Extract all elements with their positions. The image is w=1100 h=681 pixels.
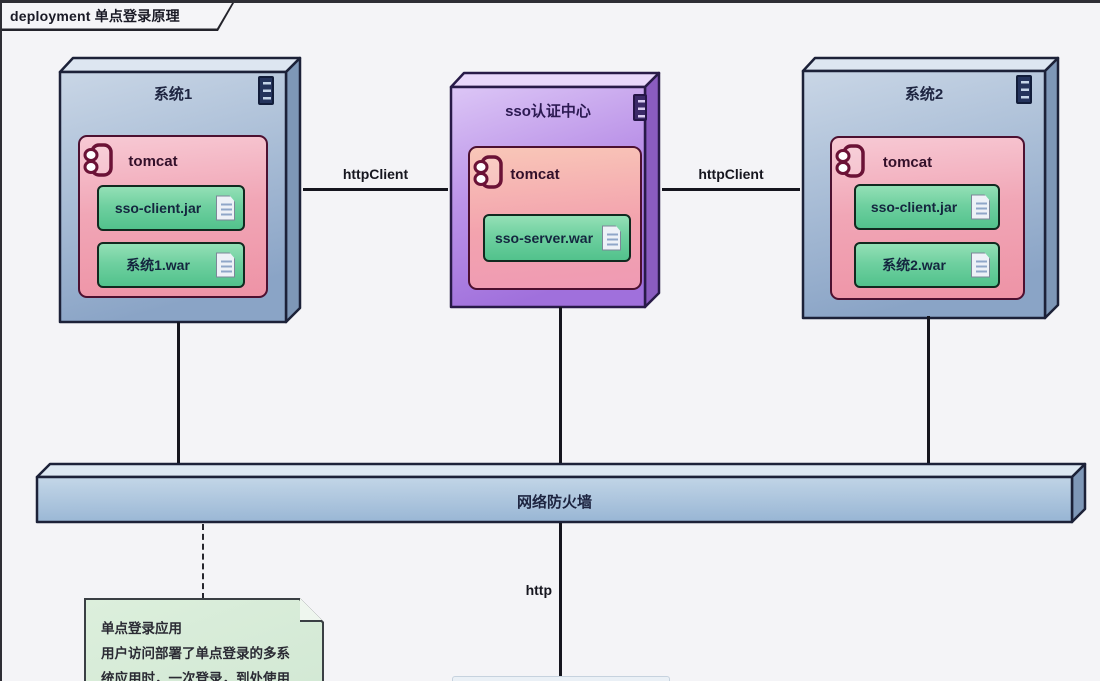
node-label: 系统2 — [904, 86, 944, 103]
note-line: 统应用时，一次登录，到处使用 — [101, 671, 290, 681]
artifact-sso-client-jar: sso-client.jar — [97, 185, 245, 231]
note-body: 单点登录应用 用户访问部署了单点登录的多系 统应用时，一次登录，到处使用 — [86, 600, 322, 681]
node-sso-auth-center: sso认证中心 tomcat sso-server.war — [448, 70, 662, 310]
node-system1: 系统1 tomcat sso-client.jar 系统1.war — [57, 55, 303, 325]
component-tomcat: tomcat sso-client.jar 系统1.war — [78, 135, 268, 298]
component-label: tomcat — [510, 166, 560, 183]
frame-title: deployment 单点登录原理 — [2, 3, 232, 29]
note-anchor-dashed-line — [202, 524, 204, 599]
artifact-icon — [971, 194, 990, 220]
cutoff-element-edge — [452, 676, 670, 681]
component-label: tomcat — [882, 154, 933, 171]
note-folded-corner — [300, 598, 324, 622]
frame-left-border — [0, 0, 2, 681]
component-icon — [473, 155, 503, 189]
frame-top-border — [0, 0, 1100, 3]
artifact-icon — [216, 252, 235, 278]
artifact-label: sso-client.jar — [870, 199, 958, 215]
frame-title-tab: deployment 单点登录原理 — [2, 3, 234, 31]
artifact-icon — [602, 225, 621, 251]
connector-system1-ssocenter — [303, 188, 448, 191]
server-icon — [258, 76, 274, 105]
component-tomcat: tomcat sso-client.jar 系统2.war — [830, 136, 1025, 300]
artifact-label: 系统2.war — [882, 257, 946, 273]
connection-label-http: http — [525, 582, 552, 598]
connection-label-httpclient-right: httpClient — [698, 166, 764, 182]
artifact-label: sso-client.jar — [114, 200, 202, 216]
connector-firewall-http — [559, 523, 562, 681]
artifact-icon — [216, 195, 235, 221]
component-tomcat: tomcat sso-server.war — [468, 146, 642, 290]
artifact-system1-war: 系统1.war — [97, 242, 245, 288]
note-line: 单点登录应用 — [101, 621, 182, 636]
node-label: 系统1 — [153, 86, 193, 103]
connector-ssocenter-firewall — [559, 307, 562, 465]
server-icon — [633, 94, 647, 121]
node-system2: 系统2 tomcat sso-client.jar 系统2.war — [800, 55, 1061, 321]
connector-ssocenter-system2 — [662, 188, 800, 191]
connector-system2-firewall — [927, 316, 930, 465]
note-sso-description: 单点登录应用 用户访问部署了单点登录的多系 统应用时，一次登录，到处使用 — [84, 598, 324, 681]
connection-label-httpclient-left: httpClient — [342, 166, 409, 182]
component-icon — [83, 143, 113, 177]
server-icon — [1016, 75, 1032, 104]
node-label: sso认证中心 — [505, 103, 591, 120]
firewall-label: 网络防火墙 — [516, 494, 592, 511]
artifact-icon — [971, 252, 990, 278]
artifact-system2-war: 系统2.war — [854, 242, 1000, 288]
artifact-sso-server-war: sso-server.war — [483, 214, 631, 262]
firewall-3d-shell — [35, 462, 1087, 524]
artifact-sso-client-jar: sso-client.jar — [854, 184, 1000, 230]
component-icon — [835, 144, 865, 178]
artifact-label: sso-server.war — [494, 230, 594, 246]
artifact-label: 系统1.war — [126, 257, 190, 273]
component-label: tomcat — [128, 153, 178, 170]
firewall-bar: 网络防火墙 — [35, 462, 1088, 524]
connector-system1-firewall — [177, 322, 180, 465]
note-line: 用户访问部署了单点登录的多系 — [101, 646, 290, 661]
